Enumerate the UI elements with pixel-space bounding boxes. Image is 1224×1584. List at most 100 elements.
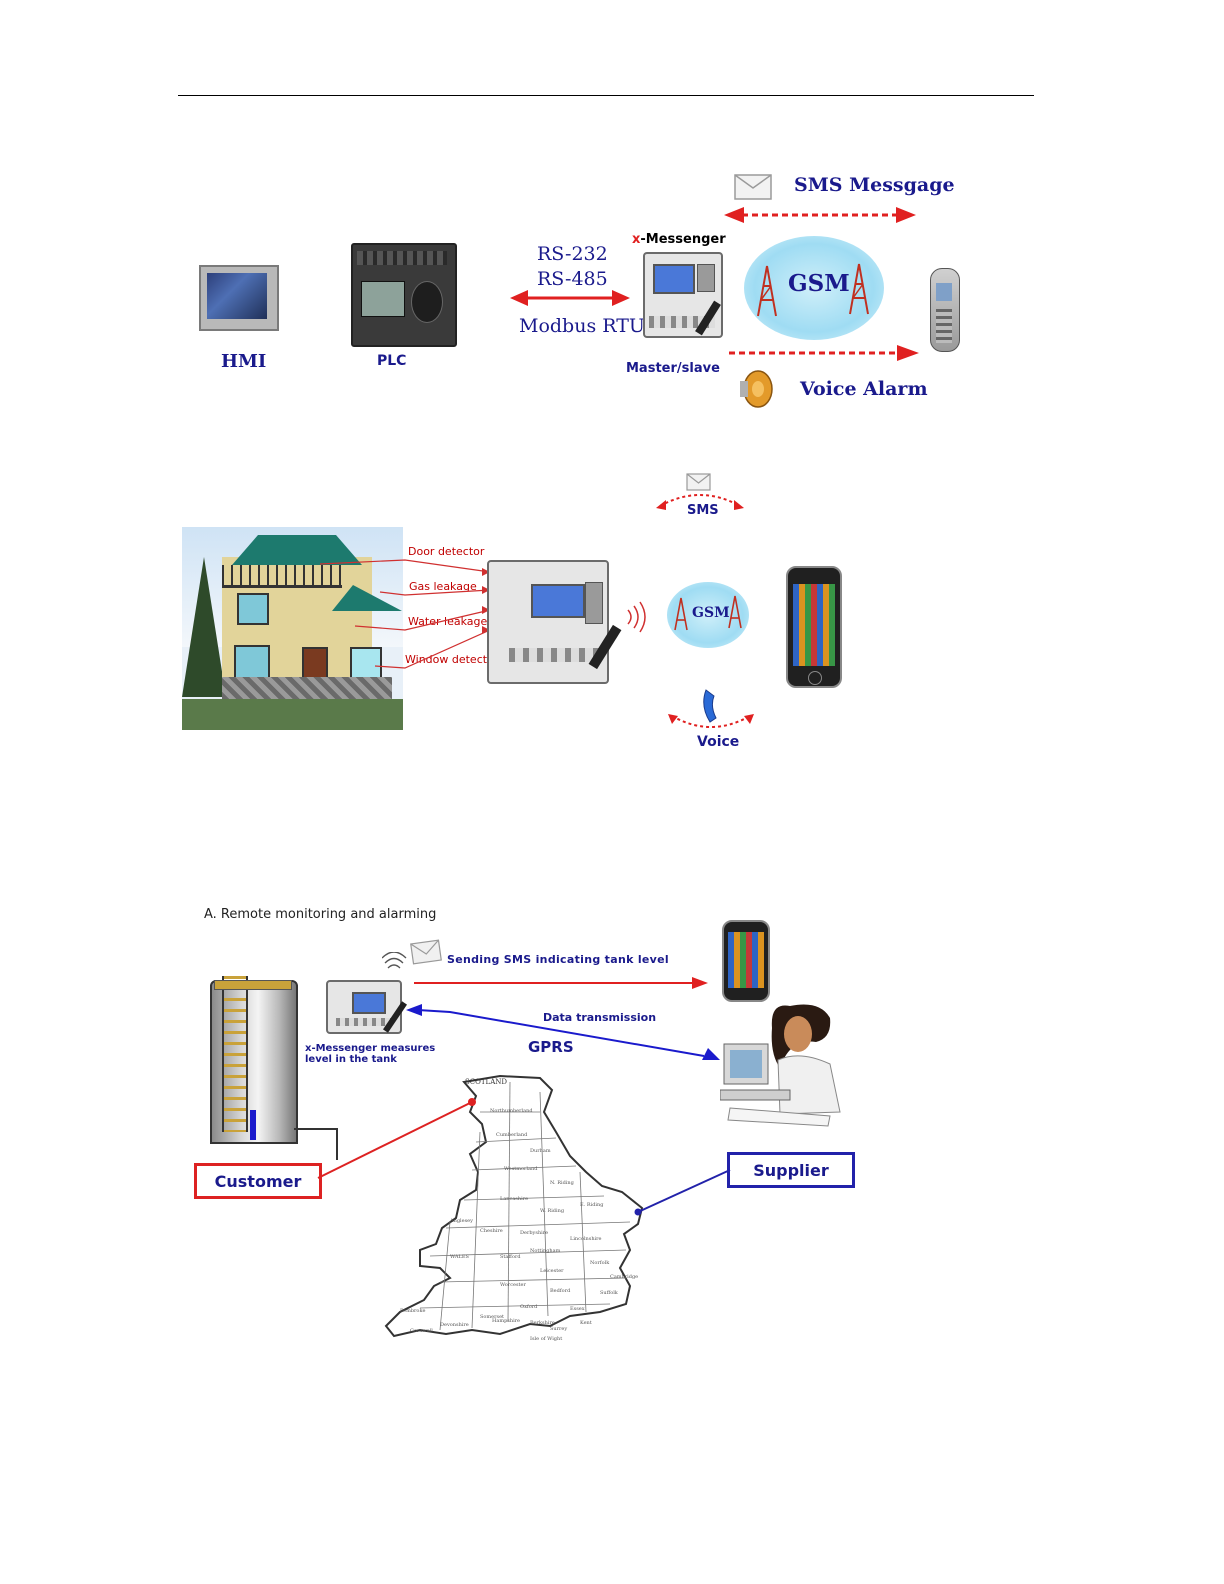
cell-tower-icon-left — [757, 265, 777, 317]
svg-text:Westmorland: Westmorland — [504, 1166, 538, 1172]
svg-text:Cumberland: Cumberland — [496, 1132, 528, 1138]
svg-text:Somerset: Somerset — [480, 1314, 504, 1320]
hmi-label: HMI — [221, 351, 267, 372]
plc-terminals-top — [357, 251, 447, 265]
storage-tank — [210, 976, 298, 1144]
tank-top-rail — [214, 980, 292, 990]
supplier-box: Supplier — [727, 1152, 855, 1188]
tank-pipe — [294, 1128, 338, 1160]
voice-arrow — [729, 345, 919, 361]
svg-text:N. Riding: N. Riding — [550, 1180, 575, 1186]
plc-lcd — [361, 281, 405, 317]
gsm-label: GSM — [788, 270, 850, 297]
window-lower — [234, 645, 270, 681]
svg-text:Nottingham: Nottingham — [530, 1248, 561, 1254]
cell-tower-icon-small-left — [674, 597, 688, 631]
voice-curve-arrow — [668, 714, 754, 728]
supplier-link-line — [634, 1169, 731, 1216]
cell-tower-icon-right — [849, 263, 869, 315]
tank-ladder — [222, 976, 248, 1132]
svg-text:Isle of Wight: Isle of Wight — [530, 1336, 562, 1342]
svg-text:Lincolnshire: Lincolnshire — [570, 1236, 602, 1242]
window-upper — [237, 593, 269, 625]
hmi-screen — [207, 273, 267, 319]
mobile-phone-icon — [930, 268, 960, 352]
xmessenger-device-large — [487, 560, 609, 684]
xmessenger-caption-line2: level in the tank — [305, 1054, 397, 1065]
section-title: A. Remote monitoring and alarming — [204, 907, 437, 922]
svg-text:Berkshire: Berkshire — [530, 1320, 555, 1326]
svg-text:Stafford: Stafford — [500, 1254, 521, 1260]
door-detector-label: Door detector — [408, 545, 485, 558]
xmessenger-lcd — [653, 264, 695, 294]
telephone-handset-icon — [703, 689, 717, 723]
xmessenger-name: -Messenger — [640, 232, 726, 247]
xmessenger-lcd-tank — [352, 992, 386, 1014]
sms-arrow — [724, 207, 916, 223]
signal-waves-icon-tank — [382, 952, 407, 969]
diagram-tank-monitoring: A. Remote monitoring and alarming Sendin… — [0, 890, 1224, 1350]
xmessenger-title: x-Messenger — [632, 232, 726, 247]
svg-text:Suffolk: Suffolk — [600, 1290, 619, 1296]
rs485-label: RS-485 — [537, 268, 608, 290]
svg-text:Cheshire: Cheshire — [480, 1228, 503, 1234]
voice-label: Voice — [697, 734, 740, 750]
window-detector-label: Window detector — [405, 653, 499, 666]
header-rule — [178, 95, 1034, 96]
svg-text:E. Riding: E. Riding — [580, 1202, 604, 1208]
xmessenger-terminals-tank — [336, 1018, 392, 1026]
rs232-label: RS-232 — [537, 243, 608, 265]
modbus-label: Modbus RTU — [519, 315, 645, 337]
speaker-icon — [740, 370, 773, 408]
diagram-plc-gsm: SMS Messgage HMI PLC RS-232 RS-485 Modbu… — [0, 0, 1224, 420]
sms-curve-arrow — [656, 494, 744, 510]
svg-text:Hampshire: Hampshire — [492, 1318, 520, 1324]
customer-box: Customer — [194, 1163, 322, 1199]
sms-label-small: SMS — [687, 503, 719, 518]
plc-device — [351, 243, 457, 347]
svg-text:Cornwall: Cornwall — [410, 1328, 433, 1334]
xmessenger-keypad-large — [585, 582, 603, 624]
xmessenger-device — [643, 252, 723, 338]
tank-level-indicator — [250, 1110, 256, 1140]
svg-text:Worcester: Worcester — [500, 1282, 526, 1288]
svg-text:W. Riding: W. Riding — [540, 1208, 565, 1214]
envelope-icon — [734, 174, 772, 200]
svg-text:Northumberland: Northumberland — [490, 1108, 533, 1114]
xmessenger-caption-line1: x-Messenger measures — [305, 1043, 436, 1054]
xmessenger-terminals-large — [509, 648, 599, 662]
diagram-home-security: SMS Door detector Gas leakage Water leak… — [0, 460, 1224, 760]
data-transmission-label: Data transmission — [543, 1011, 657, 1024]
mobile-phone-screen — [936, 283, 952, 301]
svg-text:Surrey: Surrey — [550, 1326, 567, 1332]
svg-text:Pembroke: Pembroke — [400, 1308, 425, 1314]
svg-text:Anglesey: Anglesey — [449, 1218, 473, 1224]
detector-lines — [319, 559, 491, 669]
smartphone-screen — [793, 584, 835, 666]
plc-label: PLC — [377, 353, 407, 369]
ground — [182, 699, 403, 730]
smartphone-icon-tank — [722, 920, 770, 1002]
supplier-person-illustration — [720, 1004, 841, 1127]
gprs-arrow — [406, 1004, 720, 1060]
master-slave-label: Master/slave — [626, 361, 720, 376]
hmi-device — [199, 265, 279, 331]
stone-base — [222, 677, 392, 699]
sms-tank-arrow — [414, 977, 708, 989]
svg-text:Devonshire: Devonshire — [440, 1322, 469, 1328]
svg-text:Oxford: Oxford — [520, 1304, 538, 1310]
svg-text:Essex: Essex — [570, 1306, 585, 1312]
rs-link-arrow — [510, 290, 630, 306]
svg-text:Kent: Kent — [580, 1320, 592, 1326]
house-illustration — [182, 527, 403, 730]
svg-text:Norfolk: Norfolk — [590, 1260, 610, 1266]
smartphone-icon — [786, 566, 842, 688]
xmessenger-lcd-large — [531, 584, 585, 618]
smartphone-screen-tank — [728, 932, 764, 988]
voice-alarm-label: Voice Alarm — [800, 378, 928, 400]
sms-message-label: SMS Messgage — [794, 174, 955, 196]
balcony — [222, 565, 342, 588]
svg-text:Durham: Durham — [530, 1148, 551, 1154]
sms-tank-text: Sending SMS indicating tank level — [447, 953, 669, 966]
